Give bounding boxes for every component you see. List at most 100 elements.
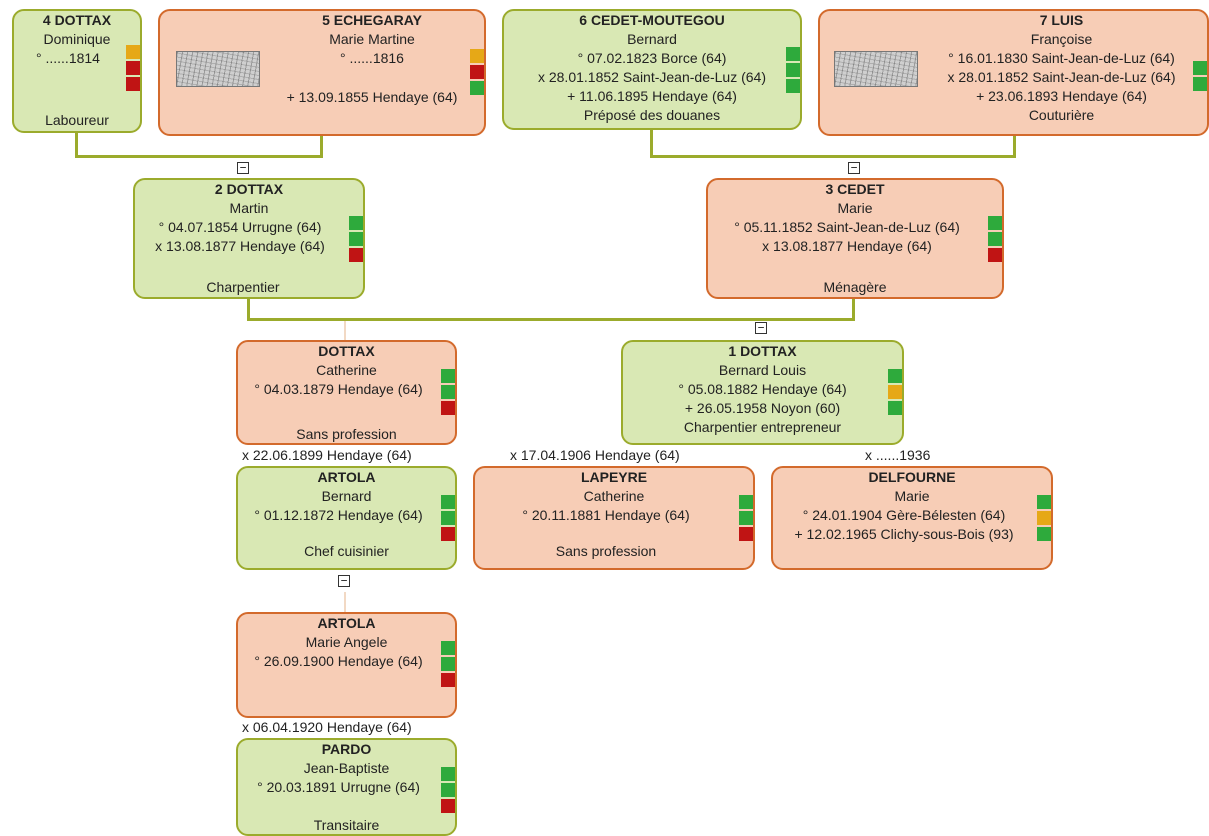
person-given-name: Martin bbox=[229, 200, 269, 216]
collapse-toggle-icon[interactable]: − bbox=[338, 575, 350, 587]
flag-green bbox=[888, 369, 902, 383]
birth-line: ° 26.09.1900 Hendaye (64) bbox=[254, 653, 423, 669]
document-scan-thumbnail[interactable] bbox=[176, 51, 260, 87]
flag-green bbox=[441, 783, 455, 797]
flag-red bbox=[126, 61, 140, 75]
document-scan-thumbnail[interactable] bbox=[834, 51, 918, 87]
person-card-marie-delfourne[interactable]: DELFOURNE Marie ° 24.01.1904 Gère-Bélest… bbox=[771, 466, 1053, 570]
flag-green bbox=[786, 63, 800, 77]
collapse-toggle-icon[interactable]: − bbox=[755, 322, 767, 334]
flag-green bbox=[786, 79, 800, 93]
flag-red bbox=[441, 527, 455, 541]
birth-line: ° 01.12.1872 Hendaye (64) bbox=[254, 507, 423, 523]
flag-green bbox=[739, 495, 753, 509]
flag-green bbox=[349, 216, 363, 230]
status-flags bbox=[470, 49, 484, 97]
person-card-marie-angele-artola[interactable]: ARTOLA Marie Angele ° 26.09.1900 Hendaye… bbox=[236, 612, 457, 718]
status-flags bbox=[441, 641, 455, 689]
status-flags bbox=[441, 495, 455, 543]
connector bbox=[650, 129, 653, 156]
person-given-name: Bernard bbox=[321, 488, 372, 504]
flag-red bbox=[470, 65, 484, 79]
birth-line: ° ......1814 bbox=[36, 50, 100, 66]
person-given-name: Catherine bbox=[316, 362, 377, 378]
flag-green bbox=[349, 232, 363, 246]
occupation: Laboureur bbox=[45, 112, 109, 128]
person-name: DOTTAX bbox=[318, 343, 375, 359]
person-name: 4 DOTTAX bbox=[42, 12, 112, 28]
person-card-catherine-dottax[interactable]: DOTTAX Catherine ° 04.03.1879 Hendaye (6… bbox=[236, 340, 457, 445]
flag-red bbox=[441, 799, 455, 813]
connector bbox=[247, 318, 855, 321]
connector bbox=[320, 136, 323, 156]
status-flags bbox=[988, 216, 1002, 264]
marriage-line: x 13.08.1877 Hendaye (64) bbox=[762, 238, 932, 254]
occupation: Charpentier bbox=[206, 279, 280, 295]
person-given-name: Françoise bbox=[1030, 31, 1093, 47]
person-given-name: Jean-Baptiste bbox=[303, 760, 390, 776]
death-line: + 23.06.1893 Hendaye (64) bbox=[976, 88, 1147, 104]
person-card-p3[interactable]: 3 CEDET Marie ° 05.11.1852 Saint-Jean-de… bbox=[706, 178, 1004, 299]
flag-red bbox=[441, 673, 455, 687]
person-card-p5[interactable]: 5 ECHEGARAY Marie Martine ° ......1816 +… bbox=[158, 9, 486, 136]
flag-green bbox=[988, 232, 1002, 246]
flag-green bbox=[1193, 77, 1207, 91]
person-name: 1 DOTTAX bbox=[728, 343, 797, 359]
occupation: Chef cuisinier bbox=[304, 543, 389, 559]
birth-line: ° 05.11.1852 Saint-Jean-de-Luz (64) bbox=[734, 219, 960, 235]
status-flags bbox=[349, 216, 363, 264]
flag-orange bbox=[1037, 511, 1051, 525]
person-name: LAPEYRE bbox=[580, 469, 648, 485]
flag-red bbox=[739, 527, 753, 541]
person-given-name: Marie Angele bbox=[305, 634, 388, 650]
person-card-p7[interactable]: 7 LUIS Françoise ° 16.01.1830 Saint-Jean… bbox=[818, 9, 1209, 136]
flag-green bbox=[441, 385, 455, 399]
person-card-p1-root[interactable]: 1 DOTTAX Bernard Louis ° 05.08.1882 Hend… bbox=[621, 340, 904, 445]
flag-red bbox=[349, 248, 363, 262]
flag-red bbox=[988, 248, 1002, 262]
status-flags bbox=[441, 767, 455, 815]
connector bbox=[75, 132, 78, 156]
status-flags bbox=[126, 45, 140, 93]
occupation: Préposé des douanes bbox=[583, 107, 721, 123]
flag-red bbox=[126, 77, 140, 91]
flag-red bbox=[441, 401, 455, 415]
death-line: + 12.02.1965 Clichy-sous-Bois (93) bbox=[794, 526, 1014, 542]
marriage-label: x ......1936 bbox=[865, 447, 931, 463]
person-name: DELFOURNE bbox=[868, 469, 956, 485]
person-card-jean-baptiste-pardo[interactable]: PARDO Jean-Baptiste ° 20.03.1891 Urrugne… bbox=[236, 738, 457, 836]
person-given-name: Marie bbox=[894, 488, 930, 504]
marriage-label: x 06.04.1920 Hendaye (64) bbox=[242, 719, 412, 735]
person-card-p6[interactable]: 6 CEDET-MOUTEGOU Bernard ° 07.02.1823 Bo… bbox=[502, 9, 802, 130]
marriage-label: x 22.06.1899 Hendaye (64) bbox=[242, 447, 412, 463]
death-line: + 13.09.1855 Hendaye (64) bbox=[286, 89, 458, 105]
flag-green bbox=[470, 81, 484, 95]
flag-green bbox=[441, 641, 455, 655]
status-flags bbox=[786, 47, 800, 95]
death-line: + 11.06.1895 Hendaye (64) bbox=[567, 88, 737, 104]
flag-orange bbox=[470, 49, 484, 63]
birth-line: ° 04.07.1854 Urrugne (64) bbox=[158, 219, 322, 235]
birth-line: ° 05.08.1882 Hendaye (64) bbox=[678, 381, 847, 397]
descendant-line bbox=[344, 321, 346, 341]
person-name: 6 CEDET-MOUTEGOU bbox=[579, 12, 725, 28]
flag-green bbox=[1037, 527, 1051, 541]
person-given-name: Marie Martine bbox=[329, 31, 415, 47]
collapse-toggle-icon[interactable]: − bbox=[848, 162, 860, 174]
person-given-name: Bernard bbox=[627, 31, 677, 47]
collapse-toggle-icon[interactable]: − bbox=[237, 162, 249, 174]
birth-line: ° 24.01.1904 Gère-Bélesten (64) bbox=[802, 507, 1006, 523]
occupation: Transitaire bbox=[313, 817, 380, 833]
person-name: 5 ECHEGARAY bbox=[322, 12, 422, 28]
birth-line: ° 07.02.1823 Borce (64) bbox=[577, 50, 727, 66]
occupation: Charpentier entrepreneur bbox=[683, 419, 842, 435]
flag-green bbox=[1193, 61, 1207, 75]
connector bbox=[852, 298, 855, 320]
person-card-bernard-artola[interactable]: ARTOLA Bernard ° 01.12.1872 Hendaye (64)… bbox=[236, 466, 457, 570]
person-card-catherine-lapeyre[interactable]: LAPEYRE Catherine ° 20.11.1881 Hendaye (… bbox=[473, 466, 755, 570]
person-card-p2[interactable]: 2 DOTTAX Martin ° 04.07.1854 Urrugne (64… bbox=[133, 178, 365, 299]
person-card-p4[interactable]: 4 DOTTAX Dominique ° ......1814 Laboureu… bbox=[12, 9, 142, 133]
person-name: PARDO bbox=[321, 741, 372, 757]
person-name: 3 CEDET bbox=[825, 181, 885, 197]
status-flags bbox=[441, 369, 455, 417]
